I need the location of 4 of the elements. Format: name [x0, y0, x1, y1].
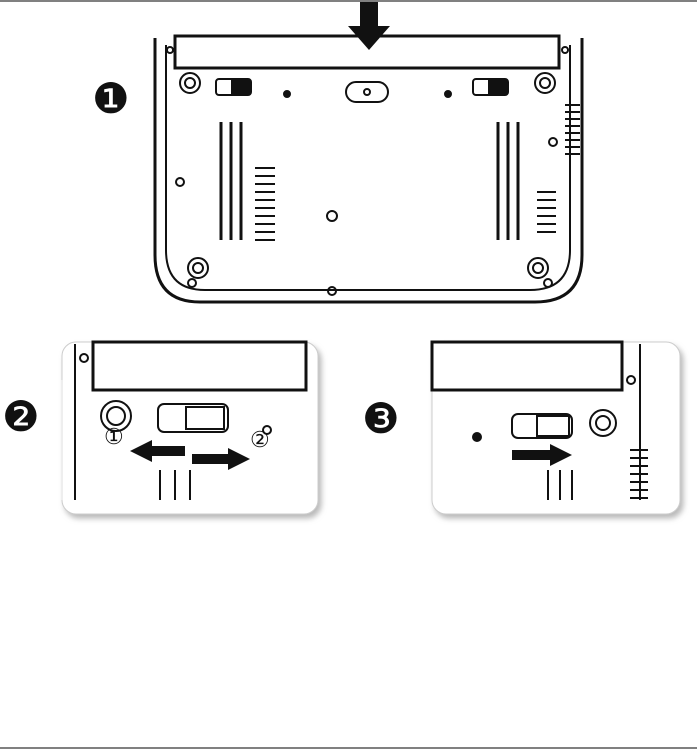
step-number: ❷ — [2, 396, 40, 438]
callout-number: ② — [250, 430, 270, 452]
step-number: ❶ — [92, 78, 130, 120]
step-number: ❸ — [362, 398, 400, 440]
